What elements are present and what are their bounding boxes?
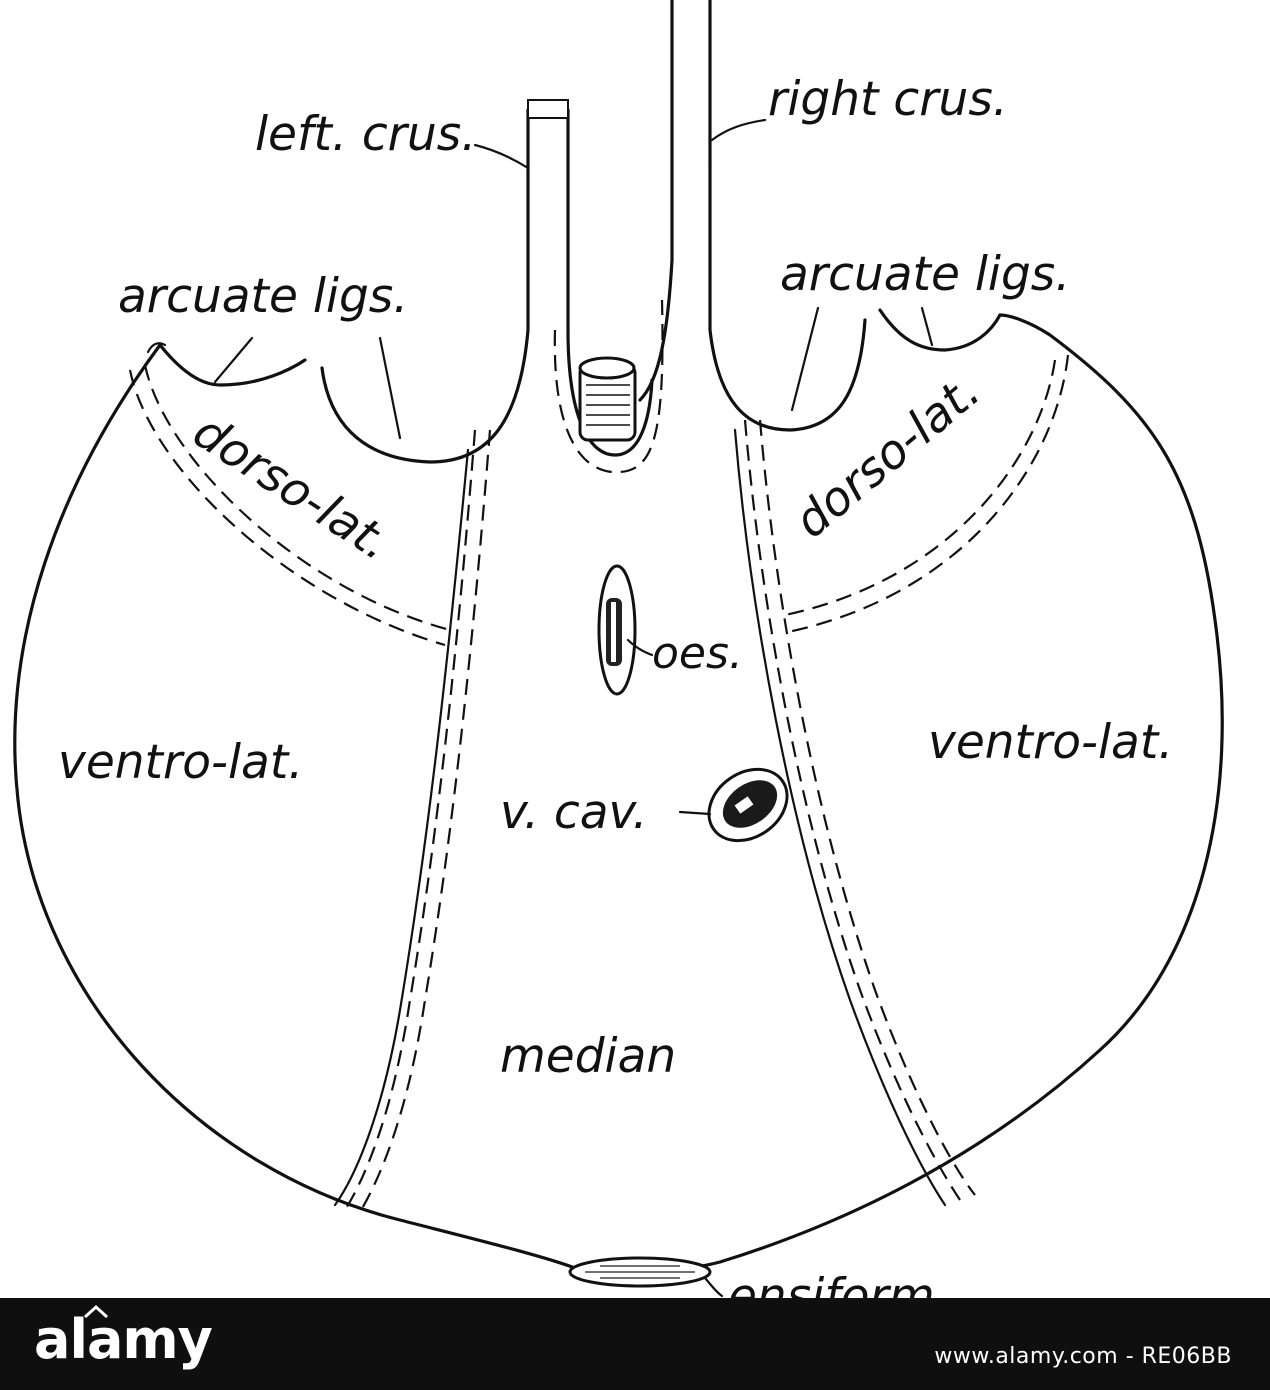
diaphragm-outline	[13, 313, 1224, 1273]
oes-leader	[626, 638, 654, 657]
v-cav-leader	[678, 810, 712, 816]
right-median-solid	[733, 428, 947, 1207]
ensiform-process	[568, 1256, 712, 1288]
label-ensiform: ensiform	[728, 1269, 935, 1298]
left-dorso-lat-dashed-b	[143, 364, 451, 632]
aorta-cylinder	[578, 356, 637, 442]
left-arcuate-arc-outer	[158, 343, 307, 387]
label-dorso-lat-right: dorso-lat.	[784, 363, 990, 549]
alamy-roof-icon	[84, 1304, 108, 1318]
right-arcuate-leader-a	[790, 306, 820, 412]
label-dorso-lat-left: dorso-lat.	[183, 404, 400, 572]
label-arcuate-right: arcuate ligs.	[780, 247, 1070, 302]
label-arcuate-left: arcuate ligs.	[118, 269, 408, 324]
left-crus-leader	[473, 143, 530, 170]
left-crus-column	[526, 108, 570, 332]
alamy-logo[interactable]: alamy	[34, 1308, 213, 1371]
right-dorso-lat-dashed-b	[787, 354, 1070, 634]
ensiform-leader	[703, 1276, 724, 1298]
oesophagus-opening	[597, 564, 637, 696]
label-ventro-lat-left: ventro-lat.	[58, 735, 303, 790]
label-v-cav: v. cav.	[500, 785, 647, 840]
label-left-crus: left. crus.	[255, 107, 476, 162]
diaphragm-diagram: left. crus. right crus. arcuate ligs. ar…	[13, 0, 1224, 1298]
left-median-solid	[333, 448, 470, 1207]
label-oes: oes.	[652, 628, 743, 679]
label-ventro-lat-right: ventro-lat.	[928, 715, 1173, 770]
label-right-crus: right crus.	[768, 72, 1008, 127]
right-crus-column	[638, 0, 712, 402]
left-horn-cusp	[146, 342, 167, 354]
vena-cava-opening	[707, 767, 789, 843]
left-arcuate-arc-inner	[320, 163, 530, 464]
right-arcuate-leader-b	[920, 306, 934, 347]
left-crus-top-hatch	[527, 99, 569, 119]
right-arcuate-arc-inner	[708, 163, 867, 432]
stock-image-id: www.alamy.com - RE06BB	[934, 1344, 1232, 1369]
right-dorso-lat-dashed-a	[784, 359, 1057, 617]
aortic-hiatus-dashed	[553, 299, 664, 474]
left-arcuate-leader-b	[378, 336, 402, 440]
right-median-boundary-a	[743, 419, 961, 1201]
right-median-boundary-b	[758, 419, 976, 1196]
watermark-footer: alamy www.alamy.com - RE06BB	[0, 1298, 1270, 1390]
aortic-hiatus-edge	[566, 328, 654, 457]
label-median: median	[500, 1029, 676, 1084]
left-arcuate-leader-a	[213, 336, 254, 384]
right-arcuate-arc-outer	[878, 308, 1002, 352]
right-crus-leader	[710, 118, 767, 142]
